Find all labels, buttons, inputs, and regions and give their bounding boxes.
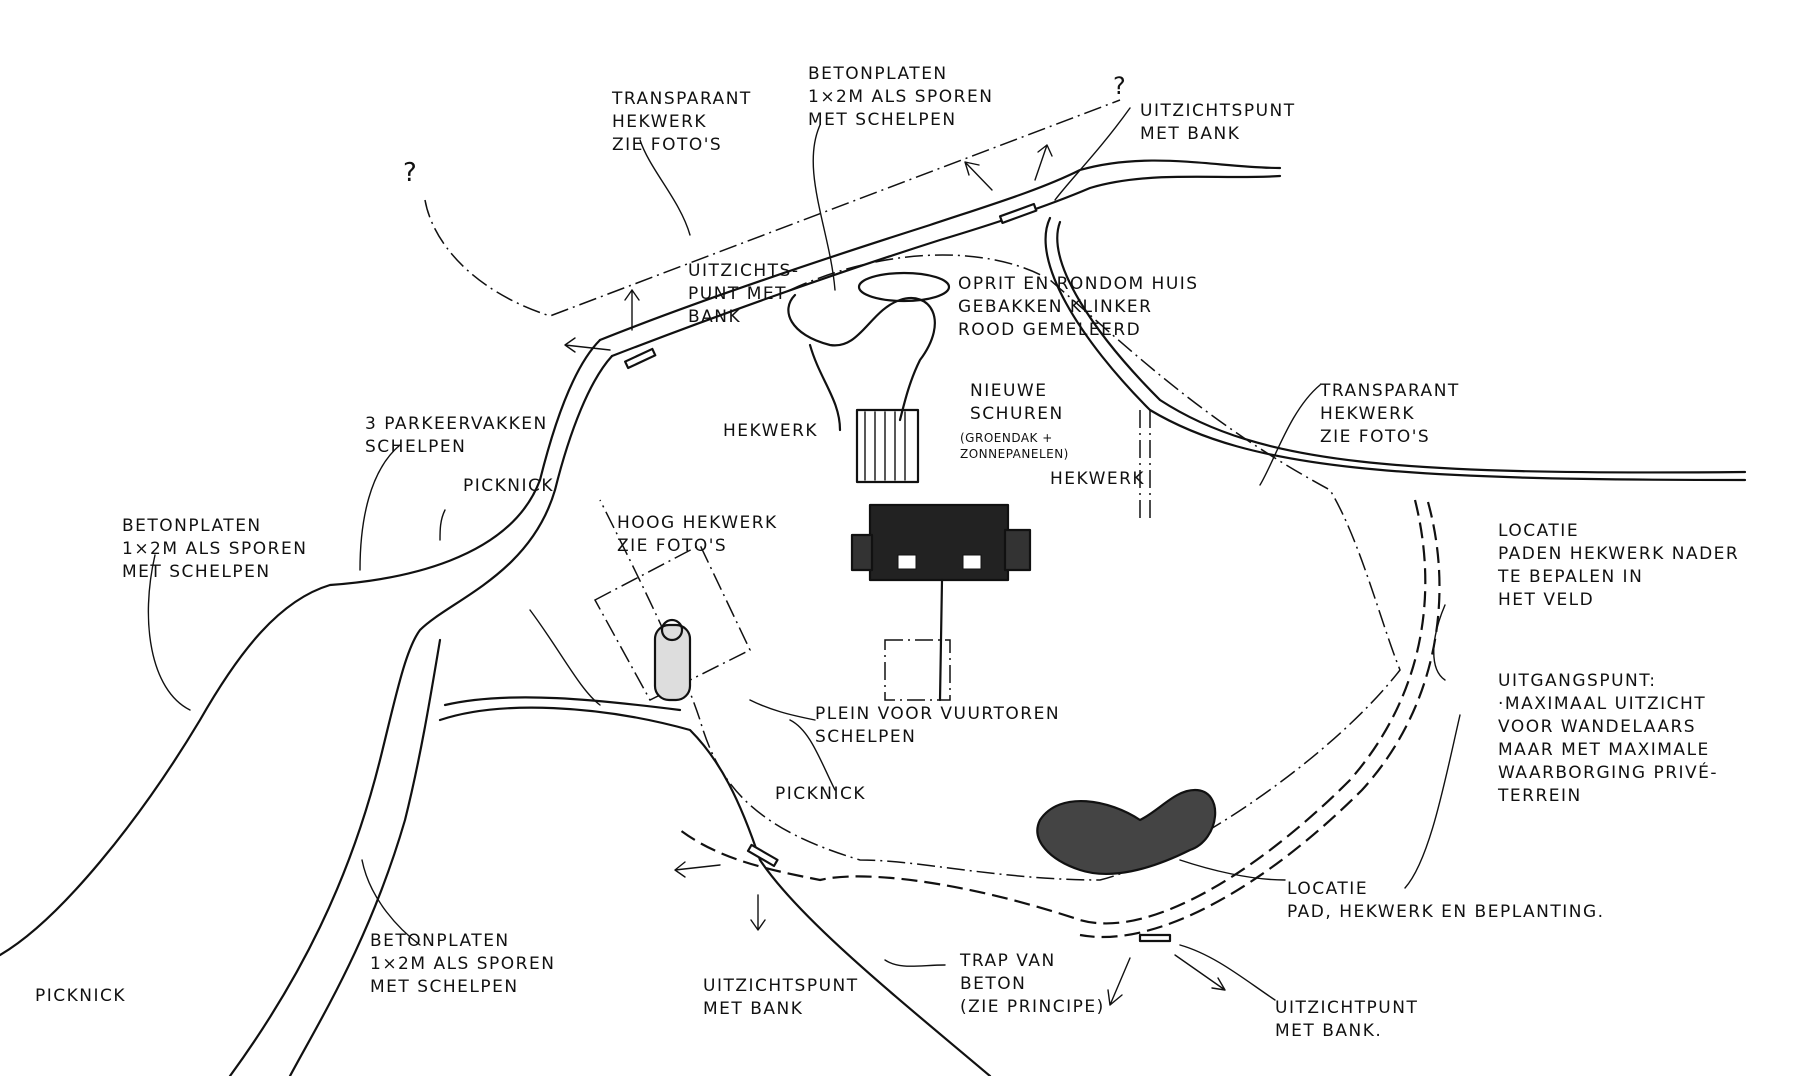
label-nieuwe-schuren: NIEUWE SCHUREN (970, 381, 1064, 424)
bench-top-right (998, 202, 1038, 225)
label-uitzichtpunt-bottom-right: UITZICHTPUNT MET BANK. (1275, 998, 1419, 1041)
arrow-left-2 (674, 861, 721, 878)
arrow-up-2 (1034, 144, 1053, 181)
right-road-upper (1044, 216, 1747, 482)
house-window-1 (897, 554, 917, 570)
leader-8 (1259, 384, 1321, 486)
label-betonplaten-top: BETONPLATEN 1×2M ALS SPOREN MET SCHELPEN (808, 64, 994, 130)
lighthouse (653, 623, 692, 702)
leader-12 (884, 959, 946, 967)
leader-13 (1179, 944, 1276, 1001)
question-mark-1: ? (403, 158, 419, 188)
label-picknick-top: PICKNICK (463, 476, 555, 496)
label-plein: PLEIN VOOR VUURTOREN SCHELPEN (815, 704, 1061, 747)
arrow-up-left (964, 161, 993, 191)
driveway-left (808, 343, 842, 432)
arrow-down-1 (750, 894, 766, 931)
label-uitzichtspunt-top-right: UITZICHTSPUNT MET BANK (1140, 101, 1296, 144)
label-betonplaten-left: BETONPLATEN 1×2M ALS SPOREN MET SCHELPEN (122, 516, 308, 582)
leader-5 (439, 509, 446, 541)
planting-cluster (1036, 788, 1217, 876)
leader-4 (359, 444, 401, 571)
leader-14 (789, 719, 836, 791)
planting-oval (857, 271, 951, 303)
arrow-up-1 (624, 289, 640, 331)
label-hoog-hekwerk: HOOG HEKWERK ZIE FOTO'S (617, 513, 778, 556)
terrace (884, 639, 951, 701)
new-sheds (855, 408, 920, 484)
house-path (938, 578, 944, 702)
cross-road-3 (529, 609, 601, 706)
leader-1 (639, 139, 691, 236)
label-transparant-hekwerk-top: TRANSPARANT HEKWERK ZIE FOTO'S (612, 89, 752, 155)
leader-9 (1433, 604, 1446, 681)
bench-left (624, 347, 657, 370)
right-road-lower (1056, 220, 1747, 474)
label-locatie-pad: LOCATIE PAD, HEKWERK EN BEPLANTING. (1287, 879, 1605, 922)
dashed-path-right-2 (1079, 501, 1441, 939)
label-hekwerk-right: HEKWERK (1050, 469, 1146, 489)
house-window-2 (962, 554, 982, 570)
high-fence (593, 543, 751, 701)
arrow-left-1 (564, 337, 611, 353)
driveway (787, 293, 936, 422)
question-mark-2: ? (1113, 72, 1128, 100)
left-road-inner (228, 354, 614, 1076)
label-trap-van-beton: TRAP VAN BETON (ZIE PRINCIPE) (960, 951, 1105, 1017)
label-locatie-paden: LOCATIE PADEN HEKWERK NADER TE BEPALEN I… (1498, 521, 1740, 610)
arrow-down-right (1174, 954, 1226, 991)
leader-15 (749, 699, 816, 721)
label-picknick-bottom-left: PICKNICK (35, 986, 127, 1006)
main-house (868, 503, 1010, 582)
leader-7 (361, 859, 421, 946)
house-annex-right (1003, 528, 1032, 572)
label-uitzichtspunt-met-bank-left: UITZICHTS- PUNT MET BANK (688, 261, 800, 327)
label-parkeervakken: 3 PARKEERVAKKEN SCHELPEN (365, 414, 548, 457)
leader-2 (812, 124, 836, 291)
leader-3 (1054, 107, 1131, 201)
left-road-outer (0, 338, 602, 957)
label-uitzichtspunt-bottom: UITZICHTSPUNT MET BANK (703, 976, 859, 1019)
label-oprit: OPRIT EN RONDOM HUIS GEBAKKEN KLINKER RO… (958, 274, 1199, 340)
label-transparant-hekwerk-right: TRANSPARANT HEKWERK ZIE FOTO'S (1320, 381, 1460, 447)
cross-road-2 (443, 696, 682, 712)
left-road-inner-2 (288, 638, 442, 1076)
leader-10 (1404, 714, 1461, 889)
label-picknick-mid: PICKNICK (775, 784, 867, 804)
shed-hatching (864, 411, 906, 481)
label-groendak: (GROENDAK + ZONNEPANELEN) (960, 431, 1069, 461)
property-boundary-inner (599, 254, 1401, 881)
property-boundary-top (424, 99, 1121, 317)
label-hekwerk-left: HEKWERK (723, 421, 819, 441)
bench-bottom (746, 843, 779, 868)
arrow-down-2 (1107, 957, 1131, 1006)
label-uitgangspunt: UITGANGSPUNT: ·MAXIMAAL UITZICHT VOOR WA… (1498, 671, 1719, 806)
house-annex-left (850, 533, 874, 572)
leader-6 (147, 554, 191, 711)
main-road-outer (598, 159, 1282, 342)
label-betonplaten-bottom: BETONPLATEN 1×2M ALS SPOREN MET SCHELPEN (370, 931, 556, 997)
leader-11 (1179, 859, 1286, 881)
lighthouse-top (660, 618, 684, 642)
main-road-inner (610, 174, 1282, 358)
cross-road-1 (438, 706, 992, 1076)
dashed-path-right (679, 499, 1427, 925)
bench-bottom-right (1138, 933, 1172, 943)
